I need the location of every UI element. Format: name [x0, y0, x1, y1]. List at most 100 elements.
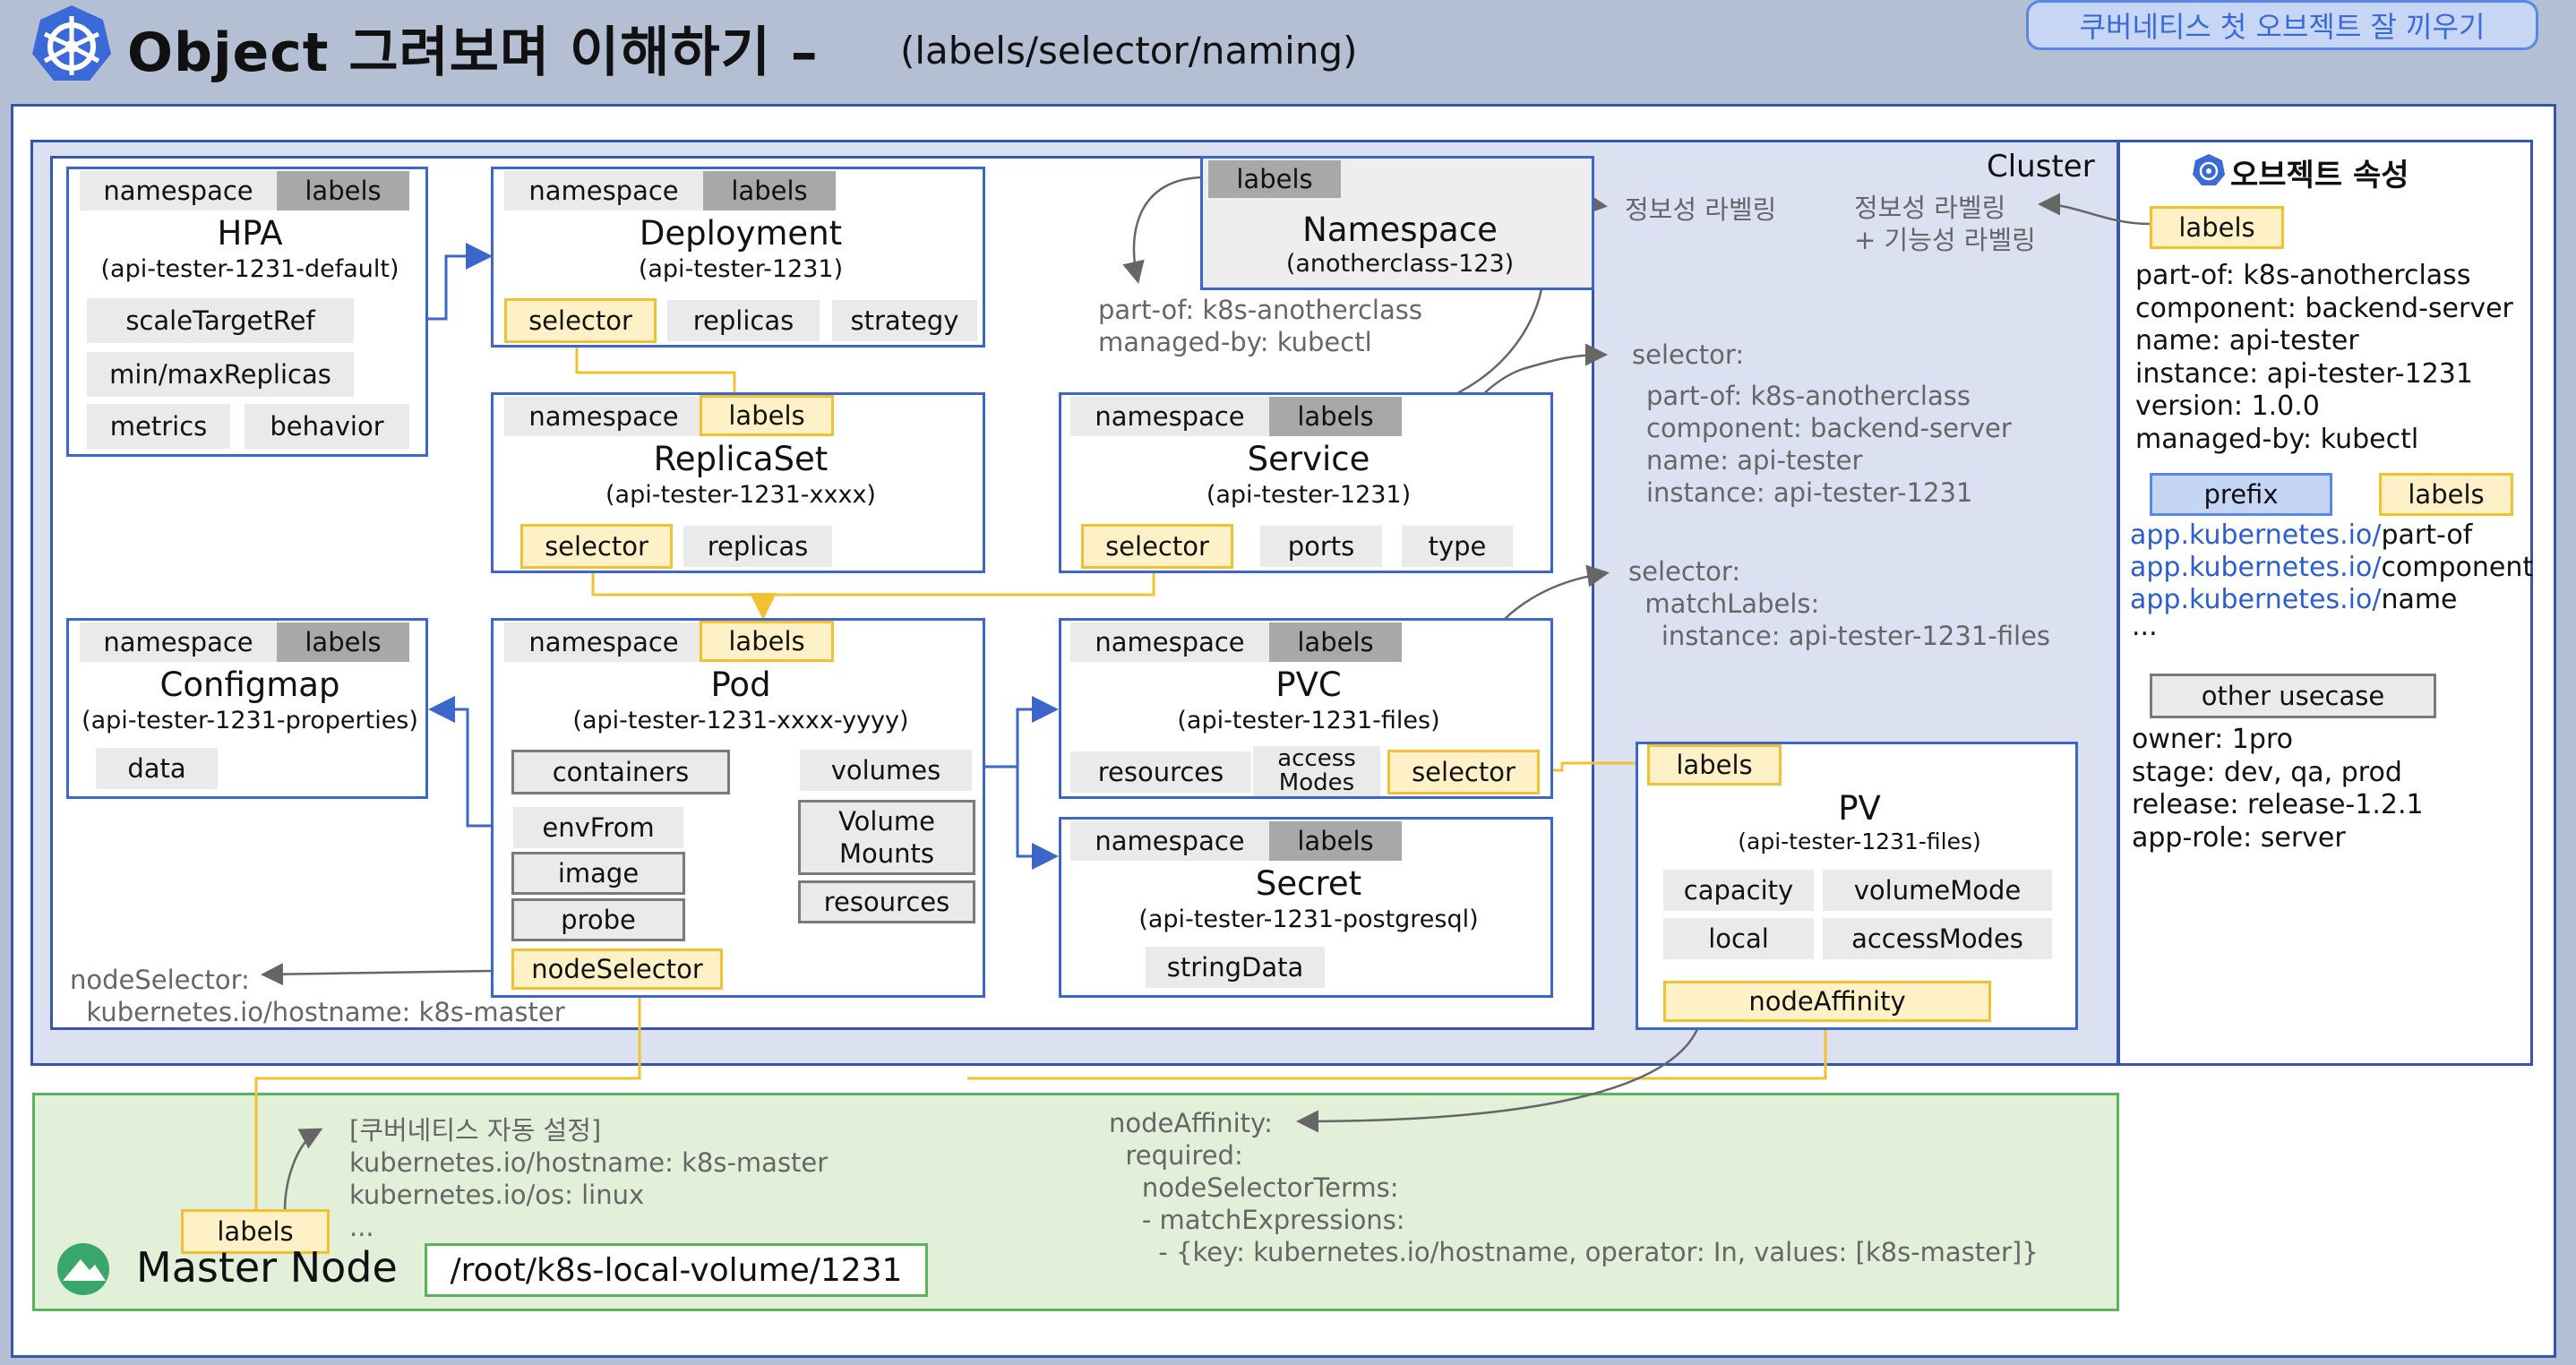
- secret-sub: (api-tester-1231-postgresql): [1138, 906, 1479, 933]
- namespace-tag: namespace: [504, 397, 703, 436]
- auto-labels-note: [쿠버네티스 자동 설정] kubernetes.io/hostname: k8…: [349, 1115, 829, 1242]
- pod-volumemounts: Volume Mounts: [798, 800, 975, 875]
- pod-image: image: [511, 852, 685, 895]
- labels-tag: labels: [277, 171, 409, 210]
- nodeaffinity-note: nodeAffinity: required: nodeSelectorTerm…: [1109, 1108, 2039, 1267]
- pv-nodeaffinity: nodeAffinity: [1663, 981, 1991, 1022]
- side-labels-list: part-of: k8s-anotherclass component: bac…: [2135, 260, 2513, 455]
- pod-containers: containers: [511, 750, 730, 794]
- prefix-tag: prefix: [2150, 473, 2332, 516]
- prefix-row-3: app.kubernetes.io/name: [2130, 584, 2458, 617]
- behavior-field: behavior: [245, 404, 409, 449]
- prefix-domain: app.kubernetes.io/: [2130, 519, 2382, 551]
- replicaset-box: namespace labels ReplicaSet (api-tester-…: [491, 392, 985, 573]
- pod-resources: resources: [798, 880, 975, 923]
- deployment-box: namespace labels Deployment (api-tester-…: [491, 167, 985, 348]
- hpa-name: HPA: [217, 214, 283, 253]
- namespace-tag: namespace: [1070, 821, 1269, 861]
- pvc-selector: selector: [1387, 750, 1540, 794]
- namespace-tag: namespace: [504, 171, 703, 210]
- page-subtitle: (labels/selector/naming): [900, 29, 1358, 73]
- course-badge: 쿠버네티스 첫 오브젝트 잘 끼우기: [2026, 0, 2538, 50]
- prefix-ellipsis: ...: [2132, 611, 2158, 642]
- secret-name: Secret: [1255, 864, 1362, 903]
- pod-nodeselector: nodeSelector: [511, 949, 723, 990]
- side-panel-title: 오브젝트 속성: [2230, 158, 2409, 193]
- namespace-tag: namespace: [504, 622, 703, 662]
- pv-box: labels PV (api-tester-1231-files) capaci…: [1636, 742, 2078, 1030]
- pvc-selector-note: selector: matchLabels: instance: api-tes…: [1628, 556, 2051, 651]
- prefix-item: component: [2381, 552, 2534, 583]
- labels-tag: labels: [277, 622, 409, 662]
- namespace-object-box: labels Namespace (anotherclass-123): [1200, 156, 1594, 290]
- master-labels-tag: labels: [181, 1209, 330, 1254]
- deployment-name: Deployment: [639, 214, 843, 253]
- namespace-object-name: Namespace: [1302, 210, 1498, 249]
- prefix-item: name: [2381, 584, 2458, 615]
- other-usecase-tag: other usecase: [2150, 674, 2436, 718]
- local-volume-path: /root/k8s-local-volume/1231: [425, 1243, 928, 1297]
- info-labeling-note: 정보성 라벨링: [1625, 194, 1777, 225]
- pod-envfrom: envFrom: [513, 807, 683, 848]
- deployment-strategy: strategy: [832, 300, 977, 341]
- pv-accessmodes: accessModes: [1823, 918, 2052, 959]
- pv-sub: (api-tester-1231-files): [1738, 828, 1981, 854]
- configmap-sub: (api-tester-1231-properties): [82, 707, 418, 734]
- pvc-box: namespace labels PVC (api-tester-1231-fi…: [1059, 618, 1553, 799]
- labels-tag: labels: [1269, 622, 1402, 662]
- side-labels-tag-2: labels: [2379, 473, 2513, 516]
- pod-volumes: volumes: [800, 750, 972, 791]
- hpa-sub: (api-tester-1231-default): [100, 255, 399, 283]
- pv-name: PV: [1838, 789, 1881, 828]
- pv-volumemode: volumeMode: [1823, 870, 2052, 911]
- prefix-item: part-of: [2381, 519, 2473, 551]
- prefix-row-2: app.kubernetes.io/component: [2130, 552, 2533, 585]
- service-selector: selector: [1081, 524, 1233, 569]
- deployment-sub: (api-tester-1231): [638, 255, 844, 283]
- labels-tag: labels: [703, 171, 836, 210]
- pod-sub: (api-tester-1231-xxxx-yyyy): [572, 707, 909, 734]
- kubernetes-logo-icon: [32, 5, 111, 81]
- prefix-domain: app.kubernetes.io/: [2130, 584, 2382, 615]
- service-sub: (api-tester-1231): [1206, 481, 1412, 509]
- secret-stringdata: stringData: [1146, 947, 1325, 988]
- namespace-labels-text: part-of: k8s-anotherclass managed-by: ku…: [1098, 295, 1422, 357]
- labels-tag: labels: [700, 621, 834, 662]
- pv-capacity: capacity: [1663, 870, 1814, 911]
- service-name: Service: [1247, 440, 1370, 478]
- namespace-tag: namespace: [80, 622, 277, 662]
- labels-tag: labels: [1269, 397, 1402, 436]
- pvc-accessmodes: access Modes: [1253, 746, 1380, 796]
- secret-box: namespace labels Secret (api-tester-1231…: [1059, 817, 1553, 998]
- selector-note-title: selector:: [1632, 339, 1745, 370]
- pod-box: namespace labels Pod (api-tester-1231-xx…: [491, 618, 985, 998]
- configmap-name: Configmap: [159, 665, 340, 704]
- labels-tag: labels: [1208, 160, 1341, 198]
- side-panel: [2117, 140, 2533, 1066]
- pvc-sub: (api-tester-1231-files): [1177, 707, 1440, 734]
- service-ports: ports: [1260, 526, 1382, 567]
- namespace-tag: namespace: [1070, 397, 1269, 436]
- deployment-selector: selector: [504, 298, 657, 343]
- master-node-name: Master Node: [136, 1243, 398, 1292]
- namespace-tag: namespace: [1070, 622, 1269, 662]
- master-node-icon: [57, 1243, 109, 1295]
- pod-probe: probe: [511, 898, 685, 941]
- replicaset-name: ReplicaSet: [653, 440, 829, 478]
- cluster-label: Cluster: [1987, 149, 2095, 185]
- replicaset-replicas: replicas: [683, 526, 832, 567]
- hpa-box: namespace labels HPA (api-tester-1231-de…: [66, 167, 428, 457]
- labels-tag: labels: [700, 395, 834, 436]
- service-box: namespace labels Service (api-tester-123…: [1059, 392, 1553, 573]
- pv-local: local: [1663, 918, 1814, 959]
- labels-tag: labels: [1269, 821, 1402, 861]
- side-labels-tag: labels: [2150, 206, 2284, 249]
- pvc-name: PVC: [1275, 665, 1342, 704]
- scaletargetref-field: scaleTargetRef: [87, 298, 354, 343]
- minmaxreplicas-field: min/maxReplicas: [87, 352, 354, 397]
- nodeselector-note: nodeSelector: kubernetes.io/hostname: k8…: [70, 965, 565, 1027]
- pv-labels-tag: labels: [1647, 744, 1782, 786]
- replicaset-sub: (api-tester-1231-xxxx): [605, 481, 876, 509]
- deployment-replicas: replicas: [667, 300, 820, 341]
- info-functional-labeling-note: 정보성 라벨링 + 기능성 라벨링: [1854, 193, 2036, 255]
